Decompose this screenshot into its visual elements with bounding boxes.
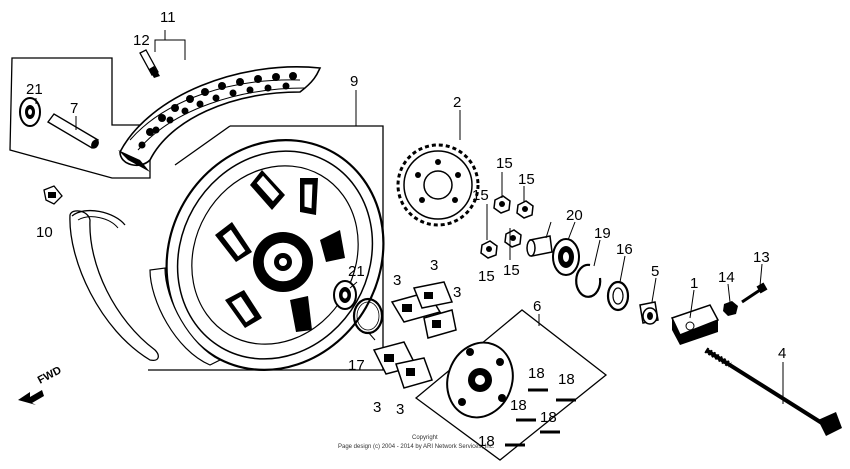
part-10-rim-band [43,185,159,361]
label-18-c: 18 [510,397,527,414]
label-3-top-left: 3 [393,272,401,289]
label-15-bottom-left: 15 [478,268,495,285]
part-6-hub-flange-panel [414,309,608,461]
label-15-bottom-right: 15 [503,262,520,279]
label-15-top-left: 15 [496,155,513,172]
part-11-tire [118,66,322,172]
label-18-a: 18 [528,365,545,382]
copyright-line-2: Page design (c) 2004 - 2014 by ARI Netwo… [338,444,495,450]
label-5: 5 [651,263,659,280]
copyright-footer: Copyright Page design (c) 2004 - 2014 by… [338,435,495,450]
part-1-chain-adjuster [670,304,720,345]
label-17: 17 [348,357,365,374]
forward-direction-arrow: FWD [18,364,64,405]
part-5-collar [639,301,659,325]
part-15-nuts [480,195,534,259]
label-3-bottom-left: 3 [373,399,381,416]
part-9-cast-wheel [149,139,385,371]
label-16: 16 [616,241,633,258]
label-14: 14 [718,269,735,286]
copyright-line-1: Copyright [412,435,438,441]
label-19: 19 [594,225,611,242]
label-11: 11 [160,9,176,26]
label-7: 7 [70,100,78,117]
label-15-mid: 15 [472,187,489,204]
part-3-dampers [372,281,457,389]
label-13: 13 [753,249,770,266]
part-16-oil-seal [606,280,630,312]
part-21-bearing-left [19,97,41,127]
label-21-right: 21 [348,263,365,280]
part-20-bearing [552,238,580,276]
part-18-studs [505,388,576,447]
part-7-spacer-tube [46,113,100,149]
part-2-sprocket [396,143,480,227]
label-9: 9 [350,73,358,90]
callout-labels: 11 12 21 7 10 9 2 15 15 15 15 15 20 19 1… [26,9,786,450]
label-15-top-right: 15 [518,171,535,188]
label-21-left: 21 [26,81,43,98]
label-4: 4 [778,345,786,362]
label-3-right: 3 [453,284,461,301]
label-18-e: 18 [478,433,495,450]
fwd-label: FWD [36,364,64,386]
label-18-b: 18 [558,371,575,388]
label-18-d: 18 [540,409,557,426]
part-12-valve-stem [139,49,160,78]
label-6: 6 [533,298,541,315]
label-3-top: 3 [430,257,438,274]
label-12: 12 [133,32,150,49]
part-14-nut [723,301,738,316]
label-20: 20 [566,207,583,224]
leader-lines [35,30,784,404]
part-17-o-ring [352,297,384,335]
label-1: 1 [690,275,698,292]
label-10: 10 [36,224,53,241]
part-13-bolt [741,282,768,304]
label-2: 2 [453,94,461,111]
part-6-final-driven-flange [446,341,514,419]
part-8-collar [526,235,553,257]
part-19-circlip [575,263,602,298]
part-4-axle [704,347,842,436]
label-3-bottom: 3 [396,401,404,418]
